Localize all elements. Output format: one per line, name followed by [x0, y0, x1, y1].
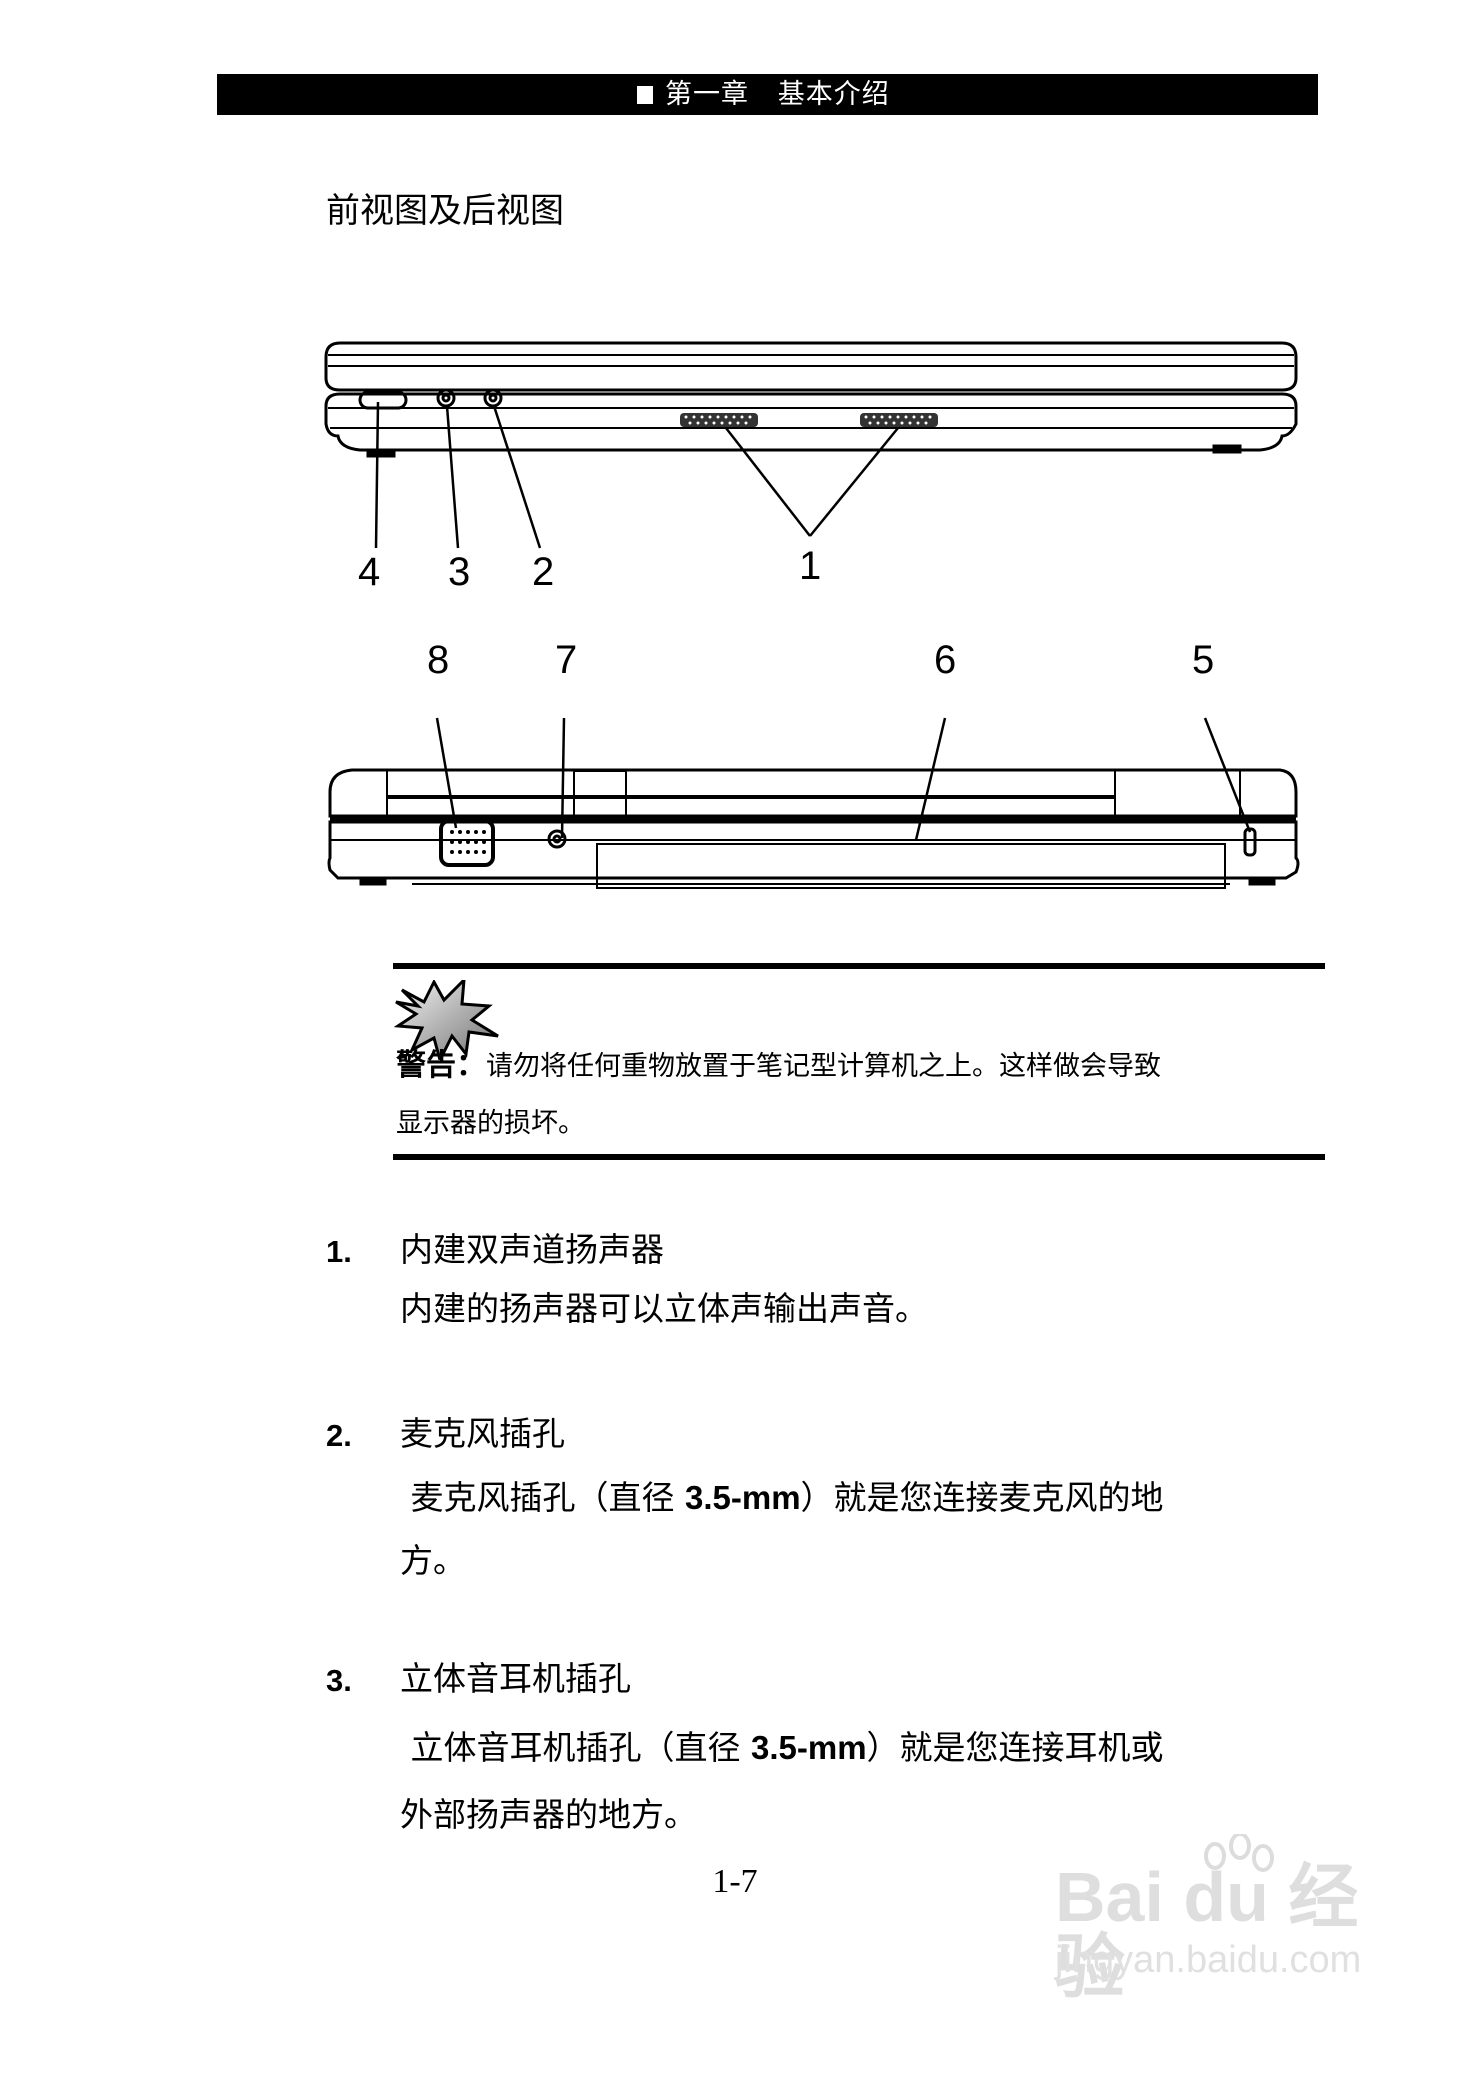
callout-6: 6 [934, 638, 957, 682]
chapter-header-bar: 第一章 基本介绍 [217, 74, 1318, 115]
item-number: 3. [326, 1663, 352, 1698]
callout-4: 4 [358, 550, 381, 594]
chapter-header: 第一章 基本介绍 [637, 74, 1318, 115]
item-description: 内建的扬声器可以立体声输出声音。 [400, 1289, 928, 1328]
warning-text-line1: 警告：请勿将任何重物放置于笔记型计算机之上。这样做会导致 [396, 1048, 1161, 1083]
warning-top-rule [393, 963, 1325, 969]
item-number: 1. [326, 1234, 352, 1269]
chapter-number: 第一章 [665, 79, 749, 110]
callout-5: 5 [1192, 638, 1215, 682]
item-description-cont: 外部扬声器的地方。 [400, 1795, 697, 1834]
callout-1: 1 [799, 544, 822, 588]
item-number: 2. [326, 1418, 352, 1453]
callout-7: 7 [555, 638, 578, 682]
callout-3: 3 [448, 550, 471, 594]
warning-label: 警告： [396, 1048, 486, 1083]
warning-starburst-icon [394, 980, 499, 1060]
watermark-url: jingyan.baidu.com [1055, 1939, 1362, 1981]
spec-value: 3.5-mm [750, 1729, 867, 1766]
square-bullet-icon [637, 86, 653, 104]
front-view-diagram: 4 3 2 1 [0, 0, 1476, 600]
rear-view-diagram: 8 7 6 5 [0, 600, 1476, 900]
warning-text-line2: 显示器的损坏。 [396, 1108, 585, 1139]
callout-2: 2 [532, 550, 555, 594]
page-number: 1-7 [712, 1863, 758, 1900]
watermark-brand: Bai du 经验 [1055, 1858, 1359, 2006]
warning-bottom-rule [393, 1154, 1325, 1160]
item-description: 麦克风插孔（直径 3.5-mm）就是您连接麦克风的地 [400, 1478, 1164, 1517]
rear-view-laptop-drawing [327, 717, 1300, 889]
front-view-laptop-drawing [324, 341, 1298, 549]
item-description: 立体音耳机插孔（直径 3.5-mm）就是您连接耳机或 [400, 1728, 1164, 1767]
item-heading: 立体音耳机插孔 [400, 1659, 631, 1698]
chapter-title: 基本介绍 [777, 79, 890, 110]
section-title: 前视图及后视图 [326, 191, 564, 231]
item-heading: 麦克风插孔 [400, 1414, 565, 1453]
item-description-cont: 方。 [400, 1541, 466, 1580]
item-heading: 内建双声道扬声器 [400, 1230, 664, 1269]
callout-8: 8 [427, 638, 450, 682]
spec-value: 3.5-mm [684, 1479, 801, 1516]
baidu-watermark: Bai du 经验 jingyan.baidu.com [1055, 1834, 1415, 2002]
paw-print-icon [1204, 1834, 1274, 1872]
